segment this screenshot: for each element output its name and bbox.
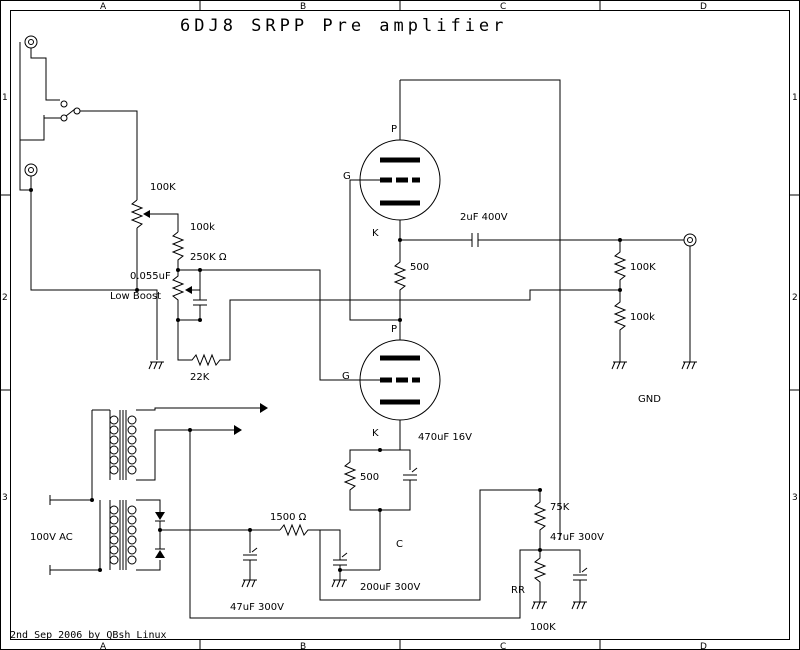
grid-col-b-top: B: [300, 2, 306, 12]
resistor-100k-bottom: [531, 550, 547, 610]
triode-upper: [359, 80, 441, 240]
resistor-100k-out-label: 100K: [630, 262, 656, 273]
grid-col-c-bottom: C: [500, 642, 506, 650]
ground-symbol-input: [148, 361, 164, 370]
grid-col-d-bottom: D: [700, 642, 707, 650]
lower-grid-pin: G: [342, 371, 350, 382]
resistor-500-upper: [393, 240, 407, 340]
gnd-label: GND: [638, 394, 661, 405]
input-selector-switch: [44, 100, 138, 200]
lower-cathode-pin: K: [372, 428, 379, 439]
grid-col-c-top: C: [500, 2, 506, 12]
resistor-500-lower-label: 500: [360, 472, 379, 483]
grid-row-2-right: 2: [792, 293, 798, 303]
filter-capacitor-left: [241, 528, 258, 588]
filter-capacitor-right: [540, 549, 588, 610]
upper-plate-pin: P: [391, 124, 397, 135]
resistor-100k-series: [171, 231, 185, 272]
output-capacitor: [398, 233, 684, 247]
rr-label: RR: [511, 585, 525, 596]
capacitor-0055uf-label: 0.055uF: [130, 271, 171, 282]
volume-pot-label: 100K: [150, 182, 176, 193]
output-jack: [681, 233, 697, 370]
resistor-75k-label: 75K: [550, 502, 570, 513]
cathode-capacitor-label: 470uF 16V: [418, 432, 472, 443]
diagram-credit: 2nd Sep 2006 by QBsh Linux: [10, 630, 167, 641]
resistor-1500-label: 1500 Ω: [270, 512, 307, 523]
resistor-100k-bottom-label: 100K: [530, 622, 556, 633]
diagram-title: 6DJ8 SRPP Pre amplifier: [180, 16, 507, 36]
power-transformer-1: [91, 403, 268, 500]
cathode-network: [343, 448, 418, 570]
tone-pot-label: 250K Ω: [190, 252, 227, 263]
low-boost-label: Low Boost: [110, 291, 161, 302]
upper-grid-wire: [349, 179, 400, 321]
resistor-100k-out-2: [611, 290, 627, 370]
filter-capacitor-right-label: 47uF 300V: [550, 532, 604, 543]
grid-col-d-top: D: [700, 2, 707, 12]
grid-row-1-right: 1: [792, 93, 798, 103]
triode-lower: [359, 339, 441, 450]
resistor-500-upper-label: 500: [410, 262, 429, 273]
input-wiring: [19, 42, 158, 360]
grid-col-a-top: A: [100, 2, 107, 12]
return-wire: [189, 430, 540, 619]
resistor-75k: [533, 490, 547, 552]
grid-row-1-left: 1: [2, 93, 8, 103]
tone-pot: [171, 268, 202, 320]
filter-capacitor-200-label: 200uF 300V: [360, 582, 420, 593]
upper-cathode-pin: K: [372, 228, 379, 239]
mains-label: 100V AC: [30, 532, 73, 543]
output-capacitor-label: 2uF 400V: [460, 212, 508, 223]
lower-plate-pin: P: [391, 324, 397, 335]
upper-grid-pin: G: [343, 171, 351, 182]
grid-row-3-right: 3: [792, 493, 798, 503]
b-plus-rail: [400, 79, 561, 540]
grid-row-3-left: 3: [2, 493, 8, 503]
grid-row-2-left: 2: [2, 293, 8, 303]
resistor-22k: [177, 289, 620, 367]
power-transformer-2: [99, 499, 161, 571]
resistor-100k-out: [613, 240, 627, 292]
node-c-label: C: [396, 539, 403, 550]
resistor-100k-out-2-label: 100k: [630, 312, 655, 323]
resistor-1500: [279, 523, 341, 560]
volume-pot: [130, 199, 179, 292]
b-plus-feed: [319, 489, 540, 601]
filter-capacitor-left-label: 47uF 300V: [230, 602, 284, 613]
lower-grid-wire: [200, 269, 360, 381]
filter-capacitor-200: [331, 552, 380, 588]
input-jack-2: [24, 163, 38, 177]
capacitor-0055uf: [176, 270, 207, 322]
resistor-100k-series-label: 100k: [190, 222, 215, 233]
resistor-22k-label: 22K: [190, 372, 210, 383]
rectifier-diodes: [155, 512, 280, 558]
mains-input: [49, 495, 102, 575]
grid-col-b-bottom: B: [300, 642, 306, 650]
input-jack-1: [24, 35, 38, 49]
grid-col-a-bottom: A: [100, 642, 107, 650]
